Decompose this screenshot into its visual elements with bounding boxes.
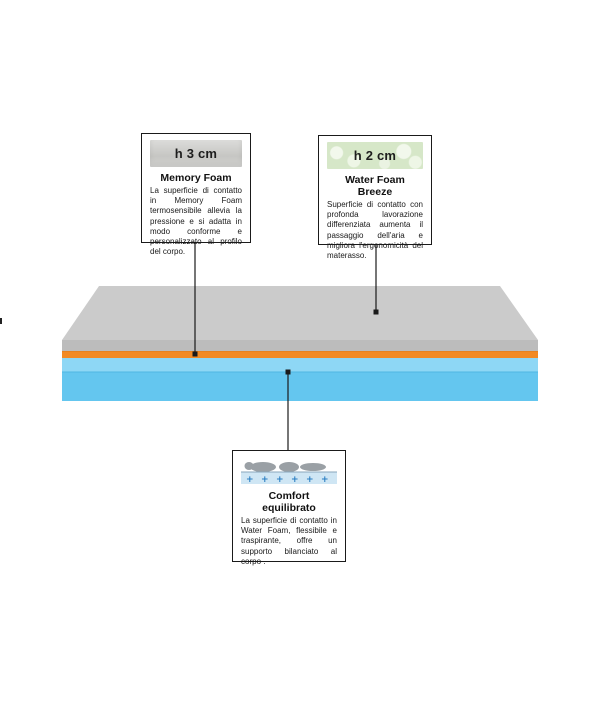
svg-text:+: + <box>276 475 284 485</box>
water-foam-swatch: h 2 cm <box>327 142 423 169</box>
svg-text:+: + <box>306 475 314 485</box>
memory-foam-swatch: h 3 cm <box>150 140 242 167</box>
page-edge-mark <box>0 318 2 324</box>
connector-memory-foam-dot <box>192 351 198 357</box>
memory-foam-description: La superficie di contatto in Memory Foam… <box>150 186 242 257</box>
body-on-support-icon: + + + + + + <box>241 462 337 485</box>
svg-text:+: + <box>261 475 269 485</box>
memory-layer-front <box>62 351 538 358</box>
memory-foam-callout: h 3 cm Memory Foam La superficie di cont… <box>141 133 251 256</box>
water-foam-callout: h 2 cm Water Foam Breeze Superficie di c… <box>318 135 432 260</box>
water-foam-height: h 2 cm <box>353 148 397 163</box>
comfort-callout: + + + + + + Comfort equilibrato La superfici… <box>232 450 346 566</box>
comfort-description: La superficie di contatto in Water Foam,… <box>241 516 337 566</box>
memory-foam-height: h 3 cm <box>174 146 218 161</box>
water-foam-description: Superficie di contatto con profonda lavo… <box>327 200 423 261</box>
connector-water-foam-dot <box>373 309 379 315</box>
comfort-title: Comfort equilibrato <box>262 490 316 514</box>
top-layer-front <box>62 340 538 351</box>
svg-text:+: + <box>246 475 254 485</box>
svg-text:+: + <box>291 475 299 485</box>
water-foam-title: Water Foam Breeze <box>345 174 405 198</box>
connector-comfort-dot <box>285 369 291 375</box>
base-layer-highlight <box>62 358 538 372</box>
memory-foam-title: Memory Foam <box>160 172 232 184</box>
top-layer-surface <box>62 286 538 340</box>
svg-text:+: + <box>321 475 329 485</box>
